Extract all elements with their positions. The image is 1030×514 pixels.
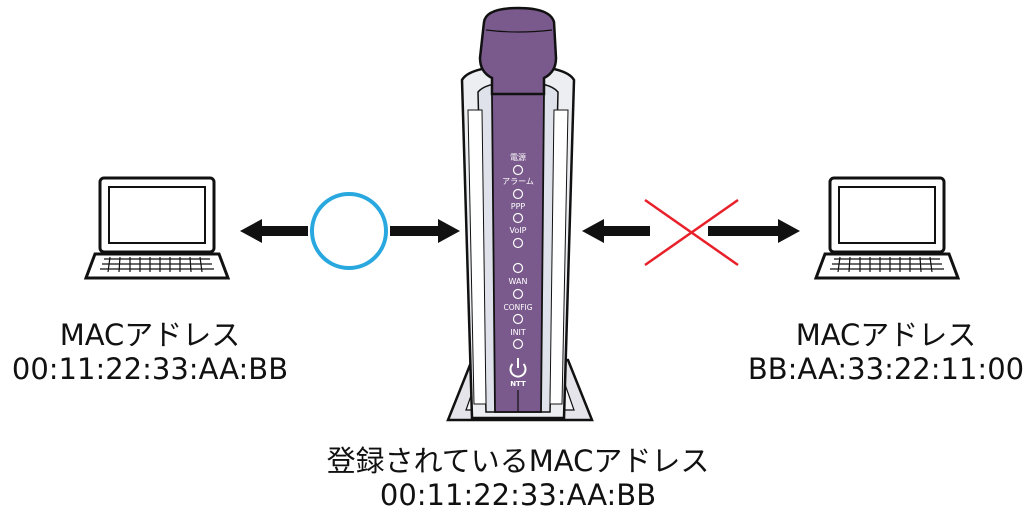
unlabeled-led-icon (512, 262, 524, 274)
router-led-panel: 電源 アラーム PPP VoIP WAN CONFIG INIT NTT (502, 153, 534, 388)
right-laptop-icon (813, 176, 961, 280)
config-led-icon (512, 313, 524, 325)
led-label-wan: WAN (509, 277, 528, 286)
registered-mac-label: 登録されているMACアドレス 00:11:22:33:AA:BB (318, 444, 718, 512)
blocked-cross-icon (644, 198, 739, 267)
init-led-icon (512, 338, 524, 350)
left-connection-arrows (240, 219, 460, 243)
voip-led-icon (512, 237, 524, 249)
arrow-left-icon (582, 219, 650, 243)
ppp-led-icon (512, 212, 524, 224)
power-led-icon (512, 164, 524, 176)
left-laptop-icon (83, 176, 231, 280)
right-pc-caption: MACアドレス (795, 318, 977, 352)
left-pc-label: MACアドレス 00:11:22:33:AA:BB (0, 318, 300, 386)
led-label-alarm: アラーム (502, 177, 534, 186)
arrow-right-icon (708, 219, 800, 243)
allowed-circle-icon (310, 192, 388, 270)
arrow-left-icon (240, 219, 308, 243)
led-label-config: CONFIG (503, 303, 532, 312)
led-label-ppp: PPP (511, 202, 526, 211)
alarm-led-icon (512, 188, 524, 200)
led-label-init: INIT (510, 328, 526, 337)
led-label-power: 電源 (510, 153, 526, 162)
arrow-right-icon (390, 219, 460, 243)
brand-label: NTT (510, 380, 526, 388)
registered-mac: 00:11:22:33:AA:BB (379, 478, 657, 512)
right-pc-label: MACアドレス BB:AA:33:22:11:00 (742, 318, 1030, 386)
registered-caption: 登録されているMACアドレス (326, 444, 710, 478)
wan-led-icon (512, 288, 524, 300)
power-button-icon (509, 358, 527, 378)
right-pc-mac: BB:AA:33:22:11:00 (747, 352, 1025, 386)
left-pc-caption: MACアドレス (59, 318, 241, 352)
led-label-voip: VoIP (510, 226, 527, 235)
left-pc-mac: 00:11:22:33:AA:BB (11, 352, 289, 386)
right-connection-arrows (582, 219, 800, 243)
